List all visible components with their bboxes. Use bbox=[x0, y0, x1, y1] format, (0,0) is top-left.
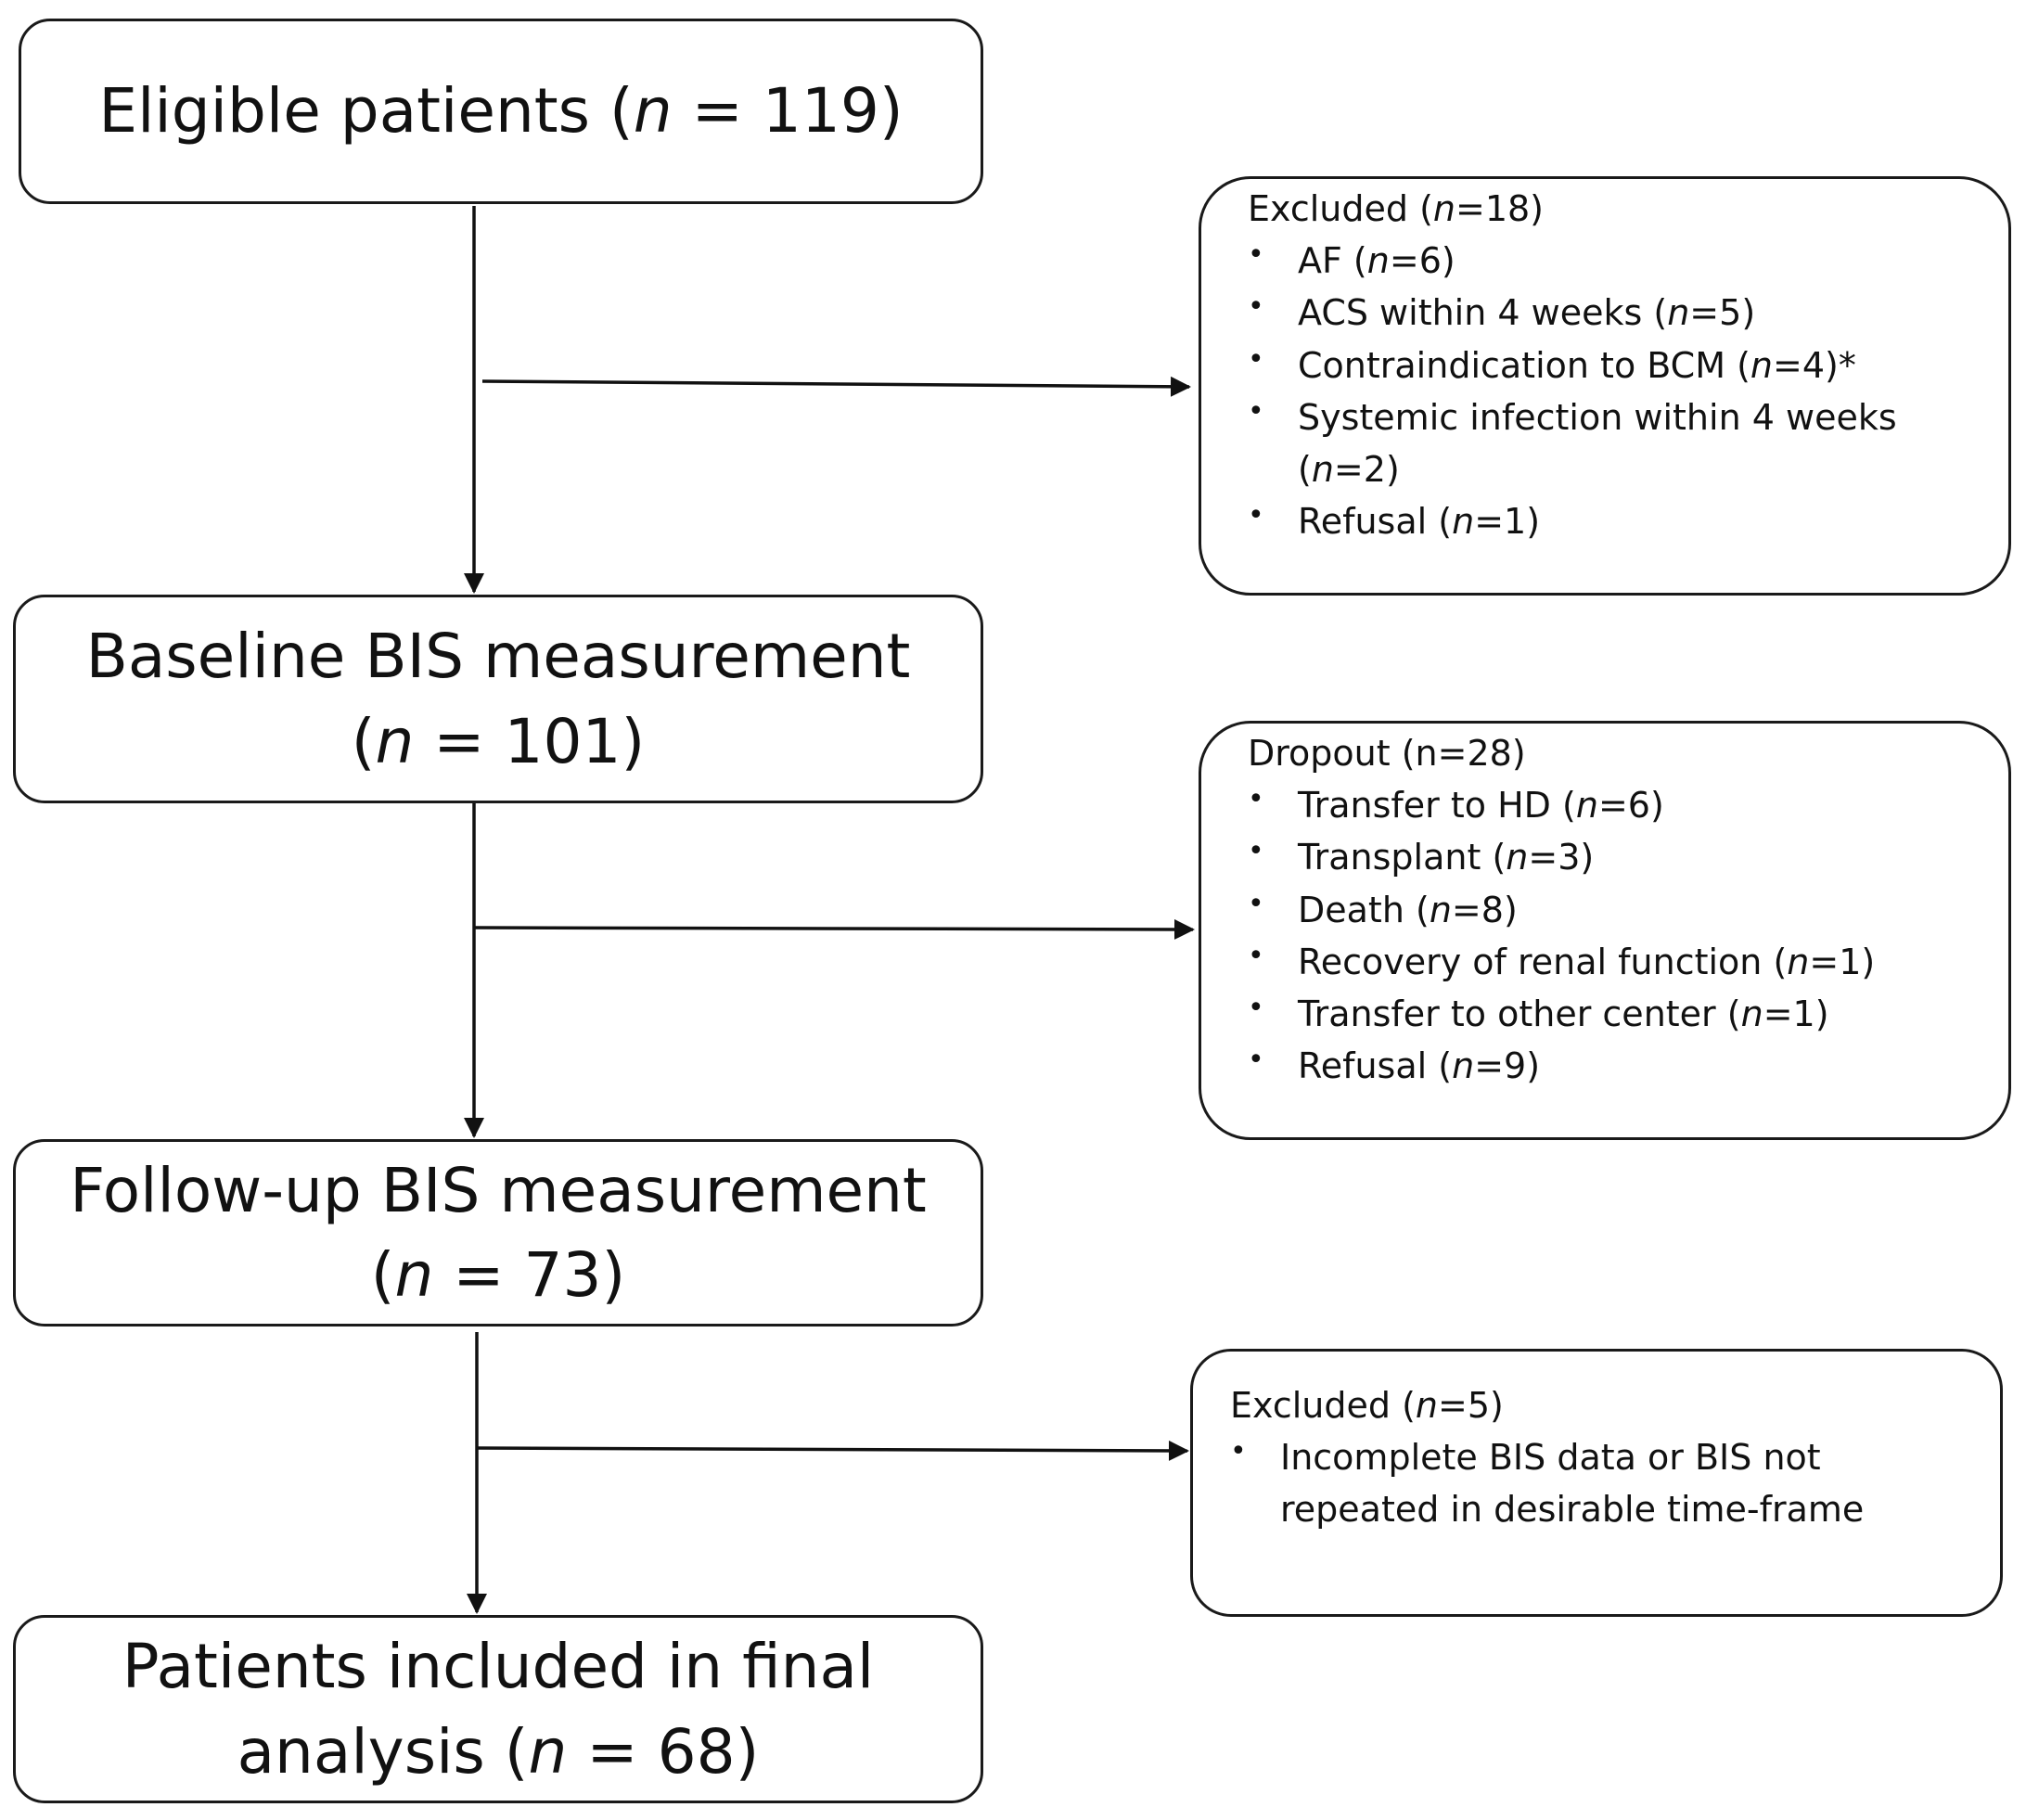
list-item: ACS within 4 weeks (n=5) bbox=[1248, 287, 1981, 339]
final-line-2: analysis (n = 68) bbox=[237, 1715, 760, 1788]
followup-bis-box: Follow-up BIS measurement (n = 73) bbox=[13, 1139, 983, 1327]
followup-line-2: (n = 73) bbox=[370, 1239, 626, 1311]
list-item: Incomplete BIS data or BIS not repeated … bbox=[1230, 1431, 1889, 1535]
excluded-18-title: Excluded (n=18) bbox=[1248, 188, 1545, 229]
baseline-line-1: Baseline BIS measurement bbox=[85, 621, 911, 693]
followup-line-1: Follow-up BIS measurement bbox=[70, 1154, 927, 1226]
baseline-bis-box: Baseline BIS measurement (n = 101) bbox=[13, 595, 983, 803]
eligible-patients-box: Eligible patients (n = 119) bbox=[19, 19, 983, 204]
dropout-list: Transfer to HD (n=6) Transplant (n=3) De… bbox=[1248, 779, 1981, 1092]
dropout-title: Dropout (n=28) bbox=[1248, 733, 1526, 774]
list-item: Transfer to other center (n=1) bbox=[1248, 988, 1981, 1040]
list-item: Systemic infection within 4 weeks (n=2) bbox=[1248, 391, 1981, 495]
arrow-to-excluded-18 bbox=[481, 376, 1191, 397]
final-analysis-box: Patients included in final analysis (n =… bbox=[13, 1615, 983, 1803]
list-item: AF (n=6) bbox=[1248, 235, 1981, 287]
baseline-line-2: (n = 101) bbox=[351, 705, 646, 777]
eligible-line-1: Eligible patients (n = 119) bbox=[98, 75, 904, 147]
list-item: Transplant (n=3) bbox=[1248, 831, 1981, 883]
final-line-1: Patients included in final bbox=[122, 1631, 875, 1703]
list-item: Refusal (n=1) bbox=[1248, 495, 1981, 547]
list-item: Death (n=8) bbox=[1248, 884, 1981, 936]
excluded-5-list: Incomplete BIS data or BIS not repeated … bbox=[1230, 1431, 1972, 1535]
excluded-5-title: Excluded (n=5) bbox=[1230, 1385, 1504, 1426]
arrow-to-excluded-5 bbox=[476, 1440, 1189, 1461]
list-item: Contraindication to BCM (n=4)* bbox=[1248, 340, 1981, 391]
arrow-to-dropout bbox=[473, 918, 1195, 940]
excluded-18-list: AF (n=6) ACS within 4 weeks (n=5) Contra… bbox=[1248, 235, 1981, 547]
excluded-18-box: Excluded (n=18) AF (n=6) ACS within 4 we… bbox=[1199, 176, 2011, 596]
list-item: Transfer to HD (n=6) bbox=[1248, 779, 1981, 831]
dropout-box: Dropout (n=28) Transfer to HD (n=6) Tran… bbox=[1199, 721, 2011, 1140]
list-item: Refusal (n=9) bbox=[1248, 1040, 1981, 1092]
list-item: Recovery of renal function (n=1) bbox=[1248, 936, 1981, 988]
excluded-5-box: Excluded (n=5) Incomplete BIS data or BI… bbox=[1190, 1349, 2003, 1617]
